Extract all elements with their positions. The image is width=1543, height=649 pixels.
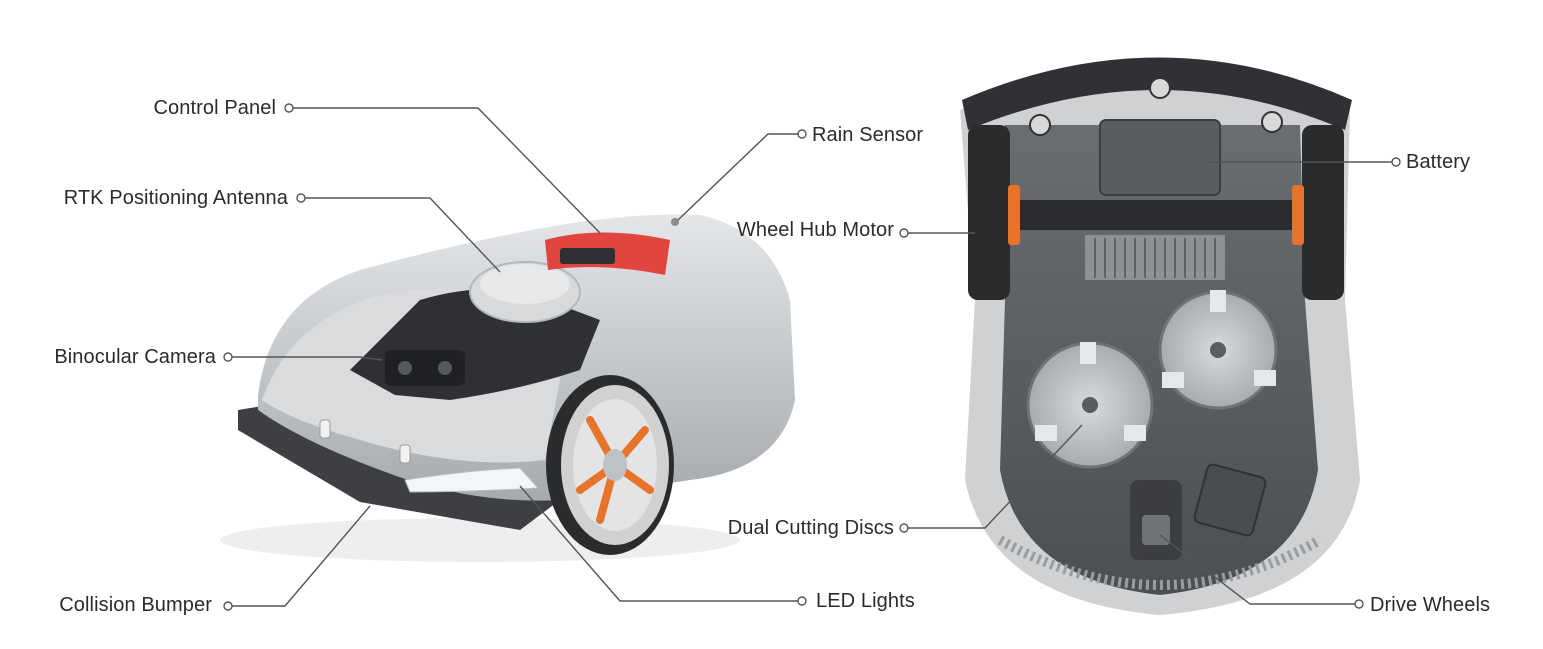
label-dual-cutting-discs: Dual Cutting Discs <box>727 517 894 539</box>
label-binocular-camera: Binocular Camera <box>54 346 216 368</box>
label-battery: Battery <box>1406 151 1471 173</box>
leader-lines <box>223 103 1401 611</box>
rear-wheel-left <box>968 125 1020 300</box>
mower-underside-view <box>960 57 1360 615</box>
label-control-panel: Control Panel <box>153 97 276 119</box>
label-drive-wheels: Drive Wheels <box>1370 594 1491 616</box>
label-rain-sensor: Rain Sensor <box>812 124 924 146</box>
front-caster <box>1130 463 1267 560</box>
label-wheel-hub-motor: Wheel Hub Motor <box>736 219 894 241</box>
front-drive-wheel <box>546 375 674 555</box>
label-led-lights: LED Lights <box>816 590 915 612</box>
cutting-disc-left <box>1026 341 1154 469</box>
label-rtk-positioning-antenna: RTK Positioning Antenna <box>63 187 288 209</box>
label-collision-bumper: Collision Bumper <box>59 594 212 616</box>
cutting-disc-right <box>1158 290 1278 410</box>
mower-front-view <box>220 214 795 562</box>
rear-wheel-right <box>1292 125 1344 300</box>
